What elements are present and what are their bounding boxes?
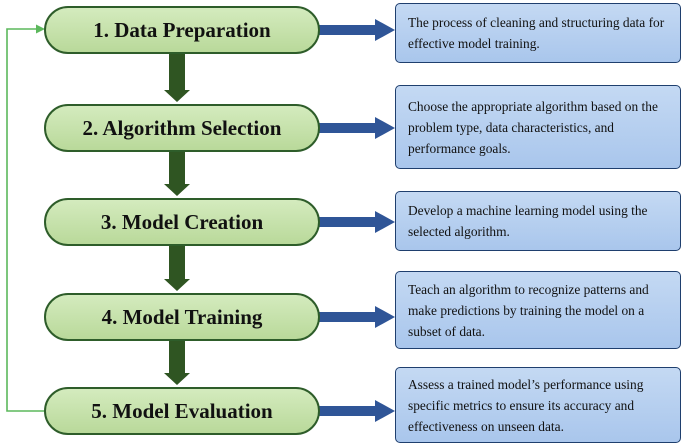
- stage-4-model-training: 4. Model Training: [44, 293, 320, 341]
- stage-label: 2. Algorithm Selection: [82, 115, 282, 140]
- stage-label: 5. Model Evaluation: [91, 398, 273, 423]
- description-box-1: The process of cleaning and structuring …: [395, 3, 681, 63]
- stage-3-model-creation: 3. Model Creation: [44, 198, 320, 246]
- feedback-loop-line: [6, 28, 44, 412]
- description-text: Assess a trained model’s performance usi…: [408, 376, 644, 434]
- description-text: The process of cleaning and structuring …: [408, 15, 665, 51]
- stage-label: 3. Model Creation: [100, 209, 264, 234]
- description-text: Develop a machine learning model using t…: [408, 203, 648, 239]
- feedback-loop-arrowhead: [36, 24, 45, 34]
- stage-5-model-evaluation: 5. Model Evaluation: [44, 387, 320, 435]
- description-box-2: Choose the appropriate algorithm based o…: [395, 85, 681, 169]
- description-box-4: Teach an algorithm to recognize patterns…: [395, 271, 681, 349]
- description-text: Choose the appropriate algorithm based o…: [408, 98, 658, 156]
- description-text: Teach an algorithm to recognize patterns…: [408, 281, 649, 339]
- stage-1-data-preparation: 1. Data Preparation: [44, 6, 320, 54]
- down-arrow-3: [164, 244, 190, 291]
- stage-label: 1. Data Preparation: [93, 17, 271, 42]
- description-box-3: Develop a machine learning model using t…: [395, 191, 681, 251]
- side-arrow-3: [319, 211, 395, 233]
- side-arrow-5: [319, 400, 395, 422]
- description-box-5: Assess a trained model’s performance usi…: [395, 367, 681, 443]
- stage-2-algorithm-selection: 2. Algorithm Selection: [44, 104, 320, 152]
- stage-label: 4. Model Training: [101, 304, 263, 329]
- down-arrow-2: [164, 150, 190, 196]
- side-arrow-4: [319, 306, 395, 328]
- down-arrow-1: [164, 54, 190, 102]
- side-arrow-1: [319, 19, 395, 41]
- side-arrow-2: [319, 117, 395, 139]
- down-arrow-4: [164, 339, 190, 385]
